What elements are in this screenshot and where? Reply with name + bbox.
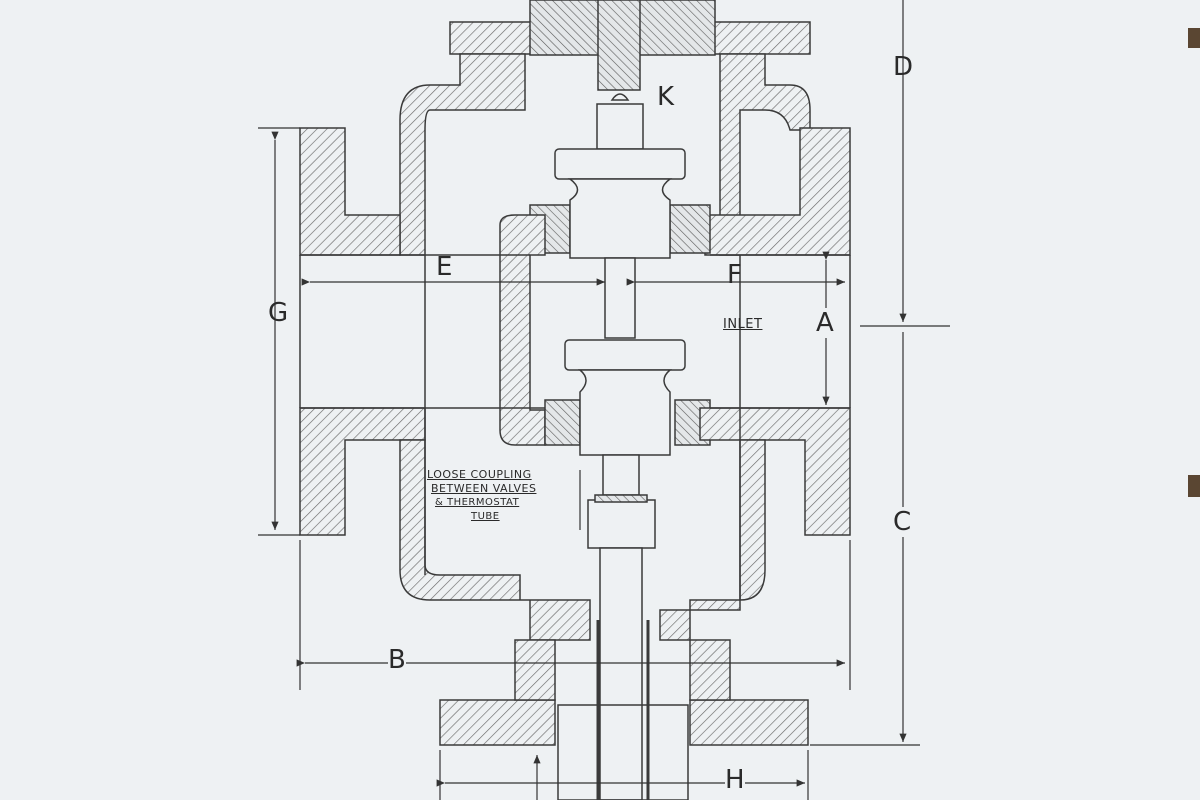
coupling-line-4: Tube — [471, 511, 500, 522]
dimension-label-b: B — [388, 645, 406, 675]
coupling-line-3: & Thermostat — [435, 497, 520, 508]
binding-mark — [1188, 28, 1200, 48]
dimension-label-d: D — [893, 52, 914, 82]
dimension-label-g: G — [268, 298, 289, 328]
coupling-annotation: Loose Coupling Between Valves & Thermost… — [427, 468, 577, 524]
dimension-label-a: A — [816, 308, 834, 338]
coupling-line-1: Loose Coupling — [427, 468, 532, 481]
part-label-k: K — [657, 82, 675, 112]
coupling-line-2: Between Valves — [431, 482, 537, 495]
dimension-label-e: E — [436, 252, 453, 282]
inlet-label: Inlet — [723, 317, 763, 332]
dimension-label-h: H — [725, 765, 745, 795]
dimension-label-c: C — [893, 507, 912, 537]
dimension-label-f: F — [727, 260, 742, 290]
binding-mark — [1188, 475, 1200, 497]
